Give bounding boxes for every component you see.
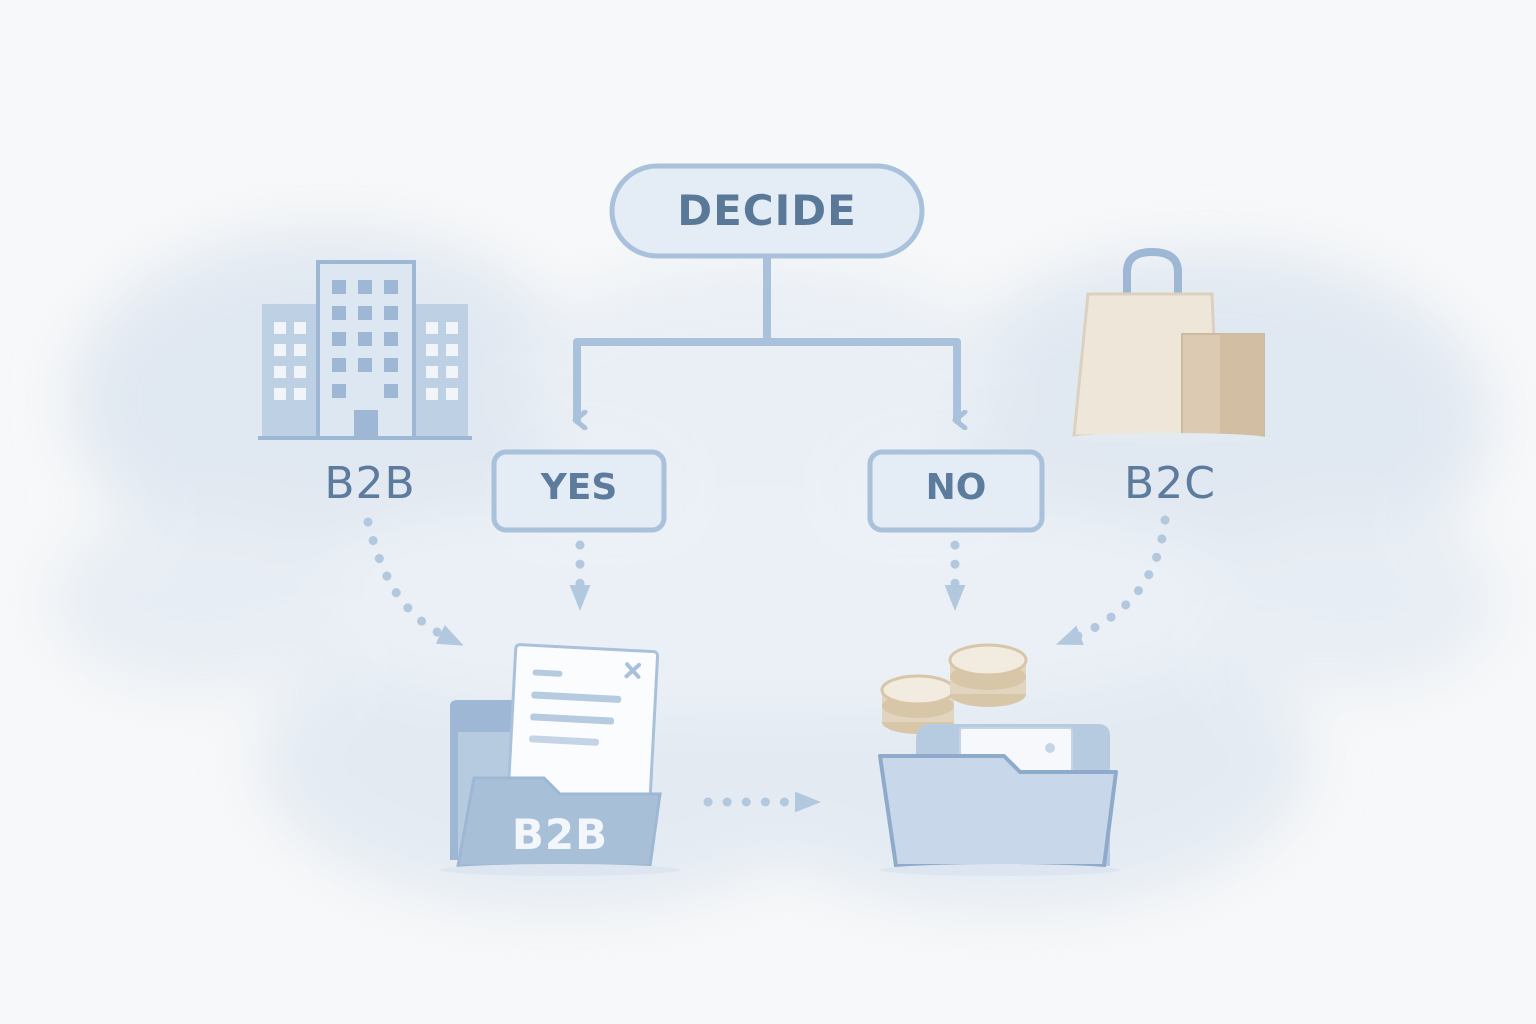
office-building-icon <box>258 260 472 440</box>
coin-stacks-icon <box>880 643 1028 734</box>
b2b-folder-with-document-icon <box>440 643 680 876</box>
flow-b2c-to-folder <box>1055 515 1170 646</box>
decision-connectors <box>577 254 957 420</box>
no-label: NO <box>925 467 987 508</box>
folder-b2b-label: B2B <box>511 810 609 859</box>
decide-label: DECIDE <box>677 186 857 235</box>
connector-no <box>763 338 957 420</box>
no-node <box>867 449 1045 533</box>
open-folder-icon <box>878 724 1120 876</box>
b2b-label: B2B <box>324 458 416 509</box>
dotted-flows <box>363 515 1170 813</box>
flow-b2b-to-folder <box>363 517 464 646</box>
b2c-label: B2C <box>1124 458 1216 509</box>
shopping-bags-icon <box>1068 247 1268 443</box>
yes-label: YES <box>540 467 618 508</box>
yes-node <box>491 449 667 533</box>
connector-yes <box>577 338 771 420</box>
